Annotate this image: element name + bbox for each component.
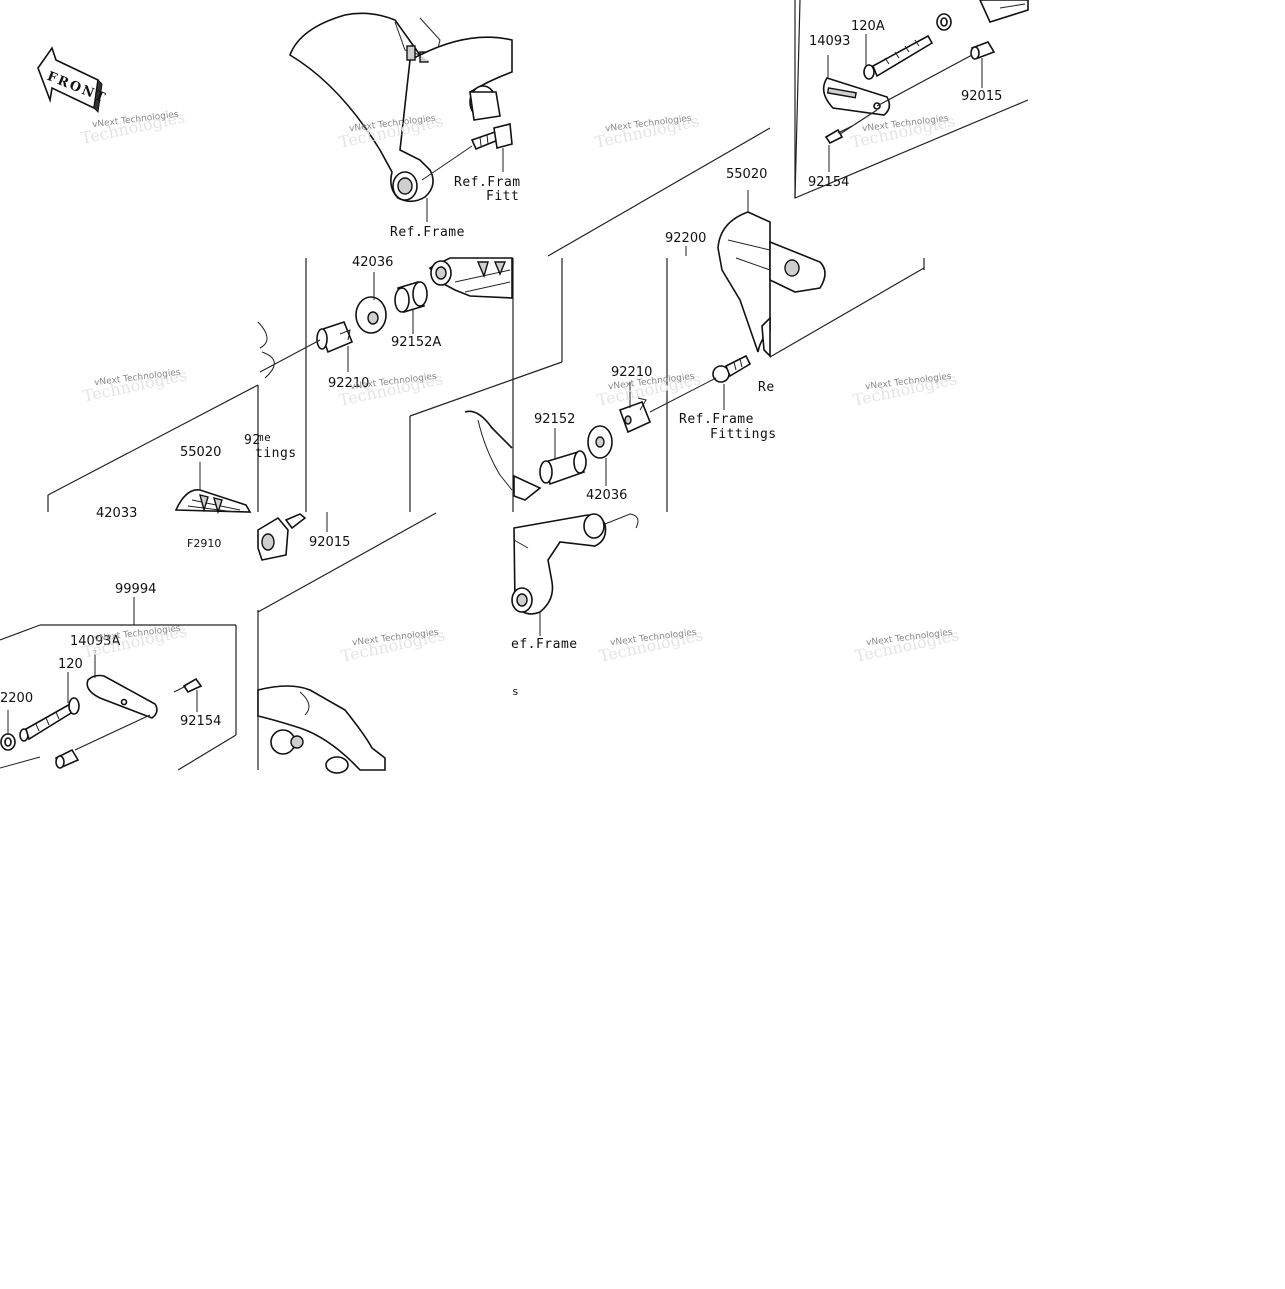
collar-left-bottom-drawing	[54, 748, 80, 769]
spacer-92152-drawing	[539, 450, 587, 486]
bolt-right-center-drawing	[712, 354, 752, 383]
label-55020-left: 55020	[180, 445, 222, 460]
bolt-top-center-drawing	[470, 122, 513, 151]
leader-axis-bottom-left	[74, 714, 151, 751]
label-92200-left: 2200	[0, 691, 34, 706]
label-f2910: F2910	[187, 537, 222, 550]
washer-top-drawing	[936, 13, 952, 31]
label-92152: 92152	[534, 412, 576, 427]
label-14093: 14093	[809, 34, 851, 49]
label-92210-right: 92210	[611, 365, 653, 380]
frame-piece-top-right-drawing	[979, 0, 1029, 23]
leader-axis-left	[259, 339, 321, 373]
label-ref-frame-top: Ref.Frame	[390, 225, 465, 240]
leader-axis-right	[649, 377, 717, 413]
front-arrow-icon	[37, 46, 103, 114]
label-ref-frame-bottom: ef.Frame	[511, 637, 578, 652]
label-ref-frame-fittings-top-2: Fitt	[486, 189, 520, 204]
spacer-92152A-drawing	[394, 280, 428, 314]
frame-top-center-drawing	[289, 12, 513, 203]
washer-92200-left-drawing	[0, 733, 16, 751]
label-92154-top: 92154	[808, 175, 850, 190]
slider-55020-left-drawing	[174, 489, 252, 515]
leader-top-bolt	[421, 145, 473, 181]
slider-55020-left-lower-drawing	[257, 513, 307, 561]
fragment-left-arc-drawing	[257, 321, 275, 379]
screw-92154-left-drawing	[173, 677, 203, 694]
label-92200-right: 92200	[665, 231, 707, 246]
label-fragment-tings: tings	[255, 446, 297, 461]
label-120A: 120A	[851, 19, 885, 34]
label-92210-left: 92210	[328, 376, 370, 391]
label-42033-fragment: 42033	[96, 506, 138, 521]
inset-box-top-right	[794, 0, 1029, 199]
label-120: 120	[58, 657, 83, 672]
label-99994: 99994	[115, 582, 157, 597]
inset-box-bottom-left	[0, 624, 237, 771]
label-55020-right: 55020	[726, 167, 768, 182]
leader-stub-left	[0, 756, 41, 769]
label-fragment-re: Re	[758, 380, 775, 395]
frame-bracket-left-center-drawing	[428, 257, 513, 299]
clamp-92210-left-drawing	[316, 321, 354, 354]
collar-92015-top-drawing	[970, 41, 996, 60]
bolt-120A-drawing	[863, 34, 934, 80]
clamp-92210-right-drawing	[618, 397, 652, 434]
washer-42036-left-drawing	[355, 296, 387, 334]
label-14093A: 14093A	[70, 634, 121, 649]
washer-42036-right-drawing	[587, 425, 613, 459]
label-fragment-me: me	[257, 431, 272, 444]
label-42036-left: 42036	[352, 255, 394, 270]
label-42036-right: 42036	[586, 488, 628, 503]
label-92015-left: 92015	[309, 535, 351, 550]
label-ref-frame-fittings-top-1: Ref.Fram	[454, 175, 521, 190]
label-fragment-92: 92	[244, 433, 261, 448]
slider-plate-14093-drawing	[822, 77, 891, 116]
slider-55020-right-drawing	[717, 211, 826, 358]
inset-leader-lines	[827, 34, 983, 172]
bolt-120-drawing	[19, 697, 80, 742]
panel-right-center-borders	[409, 127, 925, 512]
label-92015-top: 92015	[961, 89, 1003, 104]
frame-bottom-right-center-drawing	[464, 410, 639, 615]
frame-bottom-center-drawing	[257, 685, 386, 774]
label-92152A: 92152A	[391, 335, 442, 350]
slider-plate-14093A-drawing	[86, 674, 158, 719]
label-ref-frame-fittings-right-1: Ref.Frame	[679, 412, 754, 427]
label-fragment-s: s	[512, 685, 520, 698]
label-92154-left: 92154	[180, 714, 222, 729]
label-ref-frame-fittings-right-2: Fittings	[710, 427, 777, 442]
